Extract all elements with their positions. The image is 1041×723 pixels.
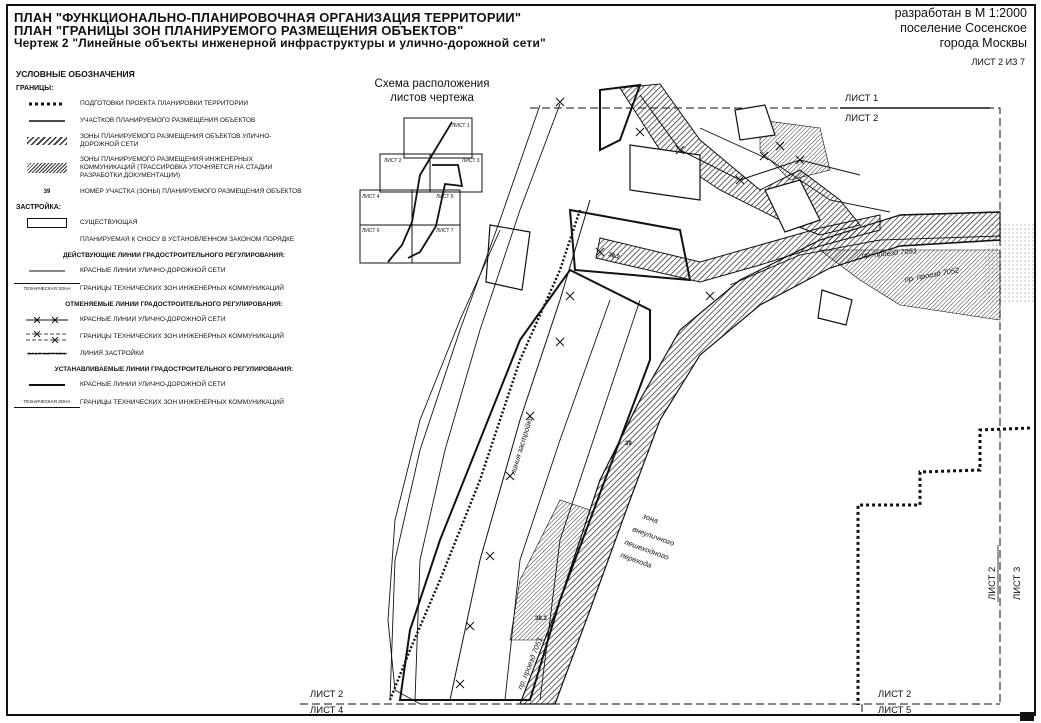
scheme-label-4: ЛИСТ 4 [362,194,380,200]
title-line-2: ПЛАН "ГРАНИЦЫ ЗОН ПЛАНИРУЕМОГО РАЗМЕЩЕНИ… [14,23,464,38]
legend-cancel-title: ОТМЕНЯЕМЫЕ ЛИНИИ ГРАДОСТРОИТЕЛЬНОГО РЕГУ… [65,301,283,308]
legend: УСЛОВНЫЕ ОБОЗНАЧЕНИЯ ГРАНИЦЫ: ПОДГОТОВКИ… [14,70,304,415]
zone-label-1: зона [640,511,659,525]
scheme-cell-3 [429,153,483,193]
legend-current-title: ДЕЙСТВУЮЩИЕ ЛИНИИ ГРАДОСТРОИТЕЛЬНОГО РЕГ… [62,252,286,259]
legend-row: ТЕХНИЧЕСКАЯ ЗОНА ГРАНИЦЫ ТЕХНИЧЕСКИХ ЗОН… [14,397,304,408]
scheme-label-2: ЛИСТ 2 [384,158,402,164]
legend-row: ЗОНЫ ПЛАНИРУЕМОГО РАЗМЕЩЕНИЯ ОБЪЕКТОВ УЛ… [14,133,304,149]
plot-number-symbol: 39 [43,189,51,195]
current-red-line-symbol [14,266,80,276]
sheet-2-label-bottom-right: ЛИСТ 2 [878,689,911,700]
legend-row: КРАСНЫЕ ЛИНИИ УЛИЧНО-ДОРОЖНОЙ СЕТИ [14,315,304,325]
legend-label: СУЩЕСТВУЮЩАЯ [80,219,138,226]
legend-label: УЧАСТКОВ ПЛАНИРУЕМОГО РАЗМЕЩЕНИЯ ОБЪЕКТО… [80,117,256,124]
sheet-1-label-top: ЛИСТ 1 [845,93,878,104]
building [734,104,776,141]
building-line-label: линия застройки [508,414,535,476]
legend-row: ЛИНИЯ ЗАСТРОЙКИ ЛИНИЯ ЗАСТРОЙКИ [14,349,304,359]
sheet-2-label-bottom-left: ЛИСТ 2 [310,689,343,700]
legend-row: ГРАНИЦЫ ТЕХНИЧЕСКИХ ЗОН ИНЖЕНЕРНЫХ КОММУ… [14,331,304,343]
cancelled-tech-zone-symbol [14,331,80,343]
sheet-4-label-bottom: ЛИСТ 4 [310,705,343,716]
legend-row: 39 НОМЕР УЧАСТКА (ЗОНЫ) ПЛАНИРУЕМОГО РАЗ… [14,187,304,197]
sheet-boundaries [300,107,1001,716]
scheme-title-line-2: листов чертежа [390,92,474,104]
road-zone-branch [595,214,881,283]
corner-mark [1020,712,1034,721]
sheet-2-label-top: ЛИСТ 2 [845,113,878,124]
buildings [485,104,853,326]
engineering-zone-right [819,249,1001,321]
dotted-plot-boundary [388,209,582,701]
cancelled-building-line-symbol: ЛИНИЯ ЗАСТРОЙКИ [27,351,67,356]
existing-building-symbol [14,218,80,228]
red-line-curve [387,229,501,705]
set-red-line-symbol [14,380,80,390]
legend-row: УЧАСТКОВ ПЛАНИРУЕМОГО РАЗМЕЩЕНИЯ ОБЪЕКТО… [14,116,304,126]
sheet-5-label-bottom: ЛИСТ 5 [878,705,911,716]
plot-number-3: 38.2 [607,252,620,261]
legend-label: ЛИНИЯ ЗАСТРОЙКИ [80,350,144,357]
legend-label: ЗОНЫ ПЛАНИРУЕМОГО РАЗМЕЩЕНИЯ ОБЪЕКТОВ УЛ… [80,133,272,148]
scale-text: разработан в М 1:2000 [894,6,1027,20]
sheet-number: ЛИСТ 2 ИЗ 7 [971,57,1026,67]
scheme-title-line-1: Схема расположения [374,78,490,90]
building [485,224,531,291]
scheme-label-7: ЛИСТ 7 [436,228,454,234]
legend-set-title: УСТАНАВЛИВАЕМЫЕ ЛИНИИ ГРАДОСТРОИТЕЛЬНОГО… [54,366,294,373]
plot-boundaries [398,83,692,701]
settlement-text: поселение Сосенское [900,21,1027,35]
legend-label: ПОДГОТОВКИ ПРОЕКТА ПЛАНИРОВКИ ТЕРРИТОРИИ [80,100,249,107]
road-zone-symbol [14,136,80,146]
sheet-3-label-right: ЛИСТ 3 [1012,567,1023,600]
set-tech-zone-symbol: ТЕХНИЧЕСКАЯ ЗОНА [14,397,80,408]
scheme-label-1: ЛИСТ 1 [452,123,470,129]
legend-label: ГРАНИЦЫ ТЕХНИЧЕСКИХ ЗОН ИНЖЕНЕРНЫХ КОММУ… [80,333,284,340]
legend-label: КРАСНЫЕ ЛИНИИ УЛИЧНО-ДОРОЖНОЙ СЕТИ [80,381,226,388]
engineering-zone-symbol [14,163,80,173]
red-lines [389,103,1001,701]
current-tech-zone-symbol: ТЕХНИЧЕСКАЯ ЗОНА [14,283,80,294]
sheet-2-label-right: ЛИСТ 2 [987,567,998,600]
legend-row: ЗОНЫ ПЛАНИРУЕМОГО РАЗМЕЩЕНИЯ ИНЖЕНЕРНЫХ … [14,156,304,180]
legend-label: КРАСНЫЕ ЛИНИИ УЛИЧНО-ДОРОЖНОЙ СЕТИ [80,316,226,323]
title-line-1: ПЛАН "ФУНКЦИОНАЛЬНО-ПЛАНИРОВОЧНАЯ ОРГАНИ… [14,10,522,25]
map-frame [6,4,1036,716]
cancelled-red-line-symbol [14,315,80,325]
legend-row: ТЕХНИЧЕСКАЯ ЗОНА ГРАНИЦЫ ТЕХНИЧЕСКИХ ЗОН… [14,283,304,294]
scheme-label-6: ЛИСТ 6 [362,228,380,234]
project-boundary-right [856,426,1031,705]
plot-number-2: 38.3 [535,616,547,622]
scheme-label-5: ЛИСТ 5 [436,194,454,200]
legend-row: КРАСНЫЕ ЛИНИИ УЛИЧНО-ДОРОЖНОЙ СЕТИ [14,266,304,276]
building [629,144,701,201]
scheme-label-3: ЛИСТ 3 [462,158,480,164]
building [764,179,821,233]
legend-borders-title: ГРАНИЦЫ: [16,85,54,92]
legend-row: СУЩЕСТВУЮЩАЯ [14,218,304,228]
title-line-3: Чертеж 2 "Линейные объекты инженерной ин… [14,36,546,50]
legend-title: УСЛОВНЫЕ ОБОЗНАЧЕНИЯ [16,69,135,79]
sheet-scheme [359,117,483,264]
legend-label: КРАСНЫЕ ЛИНИИ УЛИЧНО-ДОРОЖНОЙ СЕТИ [80,267,226,274]
building [817,289,853,326]
solid-border-symbol [14,116,80,126]
legend-label: ГРАНИЦЫ ТЕХНИЧЕСКИХ ЗОН ИНЖЕНЕРНЫХ КОММУ… [80,284,284,292]
scheme-title: Схема расположения листов чертежа [352,77,512,105]
legend-building-title: ЗАСТРОЙКА: [16,204,62,211]
scheme-cell-1 [403,117,473,159]
legend-label: НОМЕР УЧАСТКА (ЗОНЫ) ПЛАНИРУЕМОГО РАЗМЕЩ… [80,188,302,195]
plot-number-1: 39 [625,441,632,447]
dotted-border-symbol [14,99,80,109]
legend-label: ГРАНИЦЫ ТЕХНИЧЕСКИХ ЗОН ИНЖЕНЕРНЫХ КОММУ… [80,398,284,406]
legend-row: ПЛАНИРУЕМАЯ К СНОСУ В УСТАНОВЛЕННОМ ЗАКО… [14,235,304,245]
cancelled-lines [449,94,861,701]
legend-label: ЗОНЫ ПЛАНИРУЕМОГО РАЗМЕЩЕНИЯ ИНЖЕНЕРНЫХ … [80,156,273,179]
legend-row: КРАСНЫЕ ЛИНИИ УЛИЧНО-ДОРОЖНОЙ СЕТИ [14,380,304,390]
legend-label: ПЛАНИРУЕМАЯ К СНОСУ В УСТАНОВЛЕННОМ ЗАКО… [80,236,295,243]
city-text: города Москвы [939,36,1027,50]
legend-row: ПОДГОТОВКИ ПРОЕКТА ПЛАНИРОВКИ ТЕРРИТОРИИ [14,99,304,109]
